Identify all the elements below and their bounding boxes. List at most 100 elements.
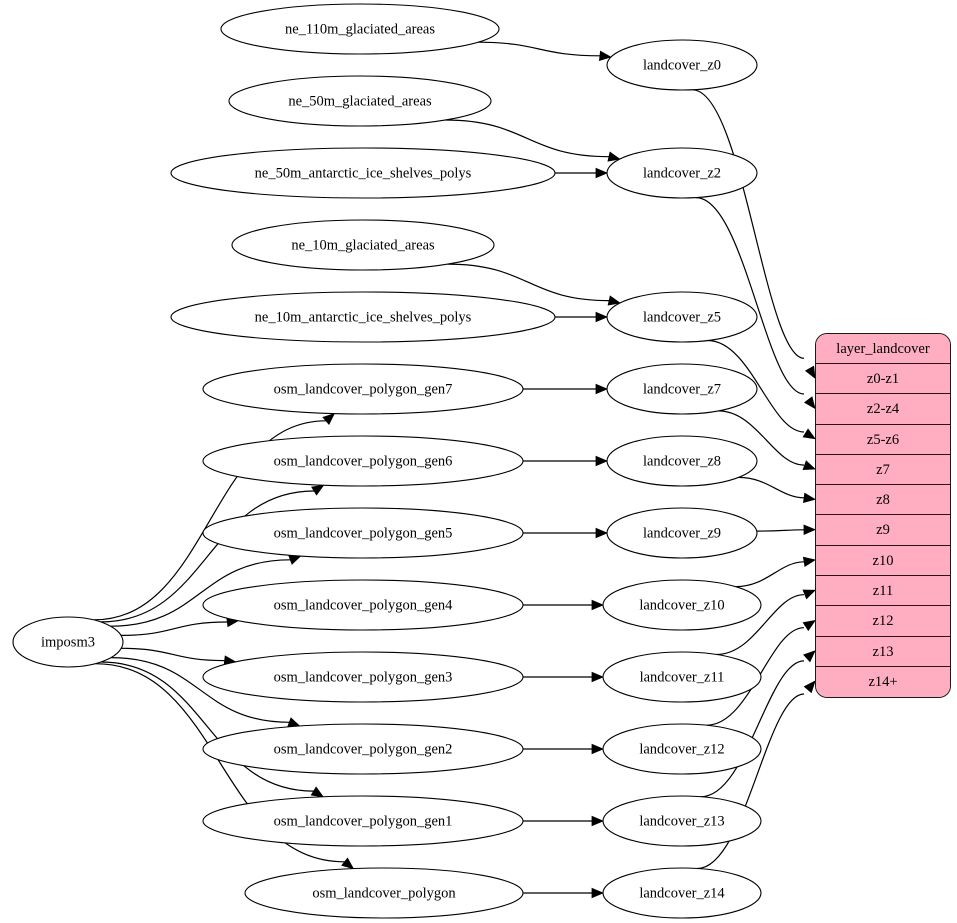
node-input-10[interactable]: osm_landcover_polygon_gen2 [202,723,524,775]
node-input-8-label: osm_landcover_polygon_gen4 [274,597,454,613]
node-layer-0-label: landcover_z0 [643,57,721,73]
arrowhead-21 [341,857,355,870]
node-layer-1[interactable]: landcover_z2 [606,147,758,199]
node-input-12[interactable]: osm_landcover_polygon [244,867,524,919]
arrowhead-table-27 [803,524,817,535]
node-layer-9[interactable]: landcover_z13 [602,795,762,847]
node-layer-10-label: landcover_z14 [639,885,725,901]
node-input-7-shape [202,507,524,559]
node-input-8-shape [202,579,524,631]
arrowhead-table-26 [803,492,817,503]
edges-layer [93,41,817,899]
arrowhead-6 [595,383,609,395]
edge-0 [478,41,601,57]
arrowhead-table-23 [803,396,816,410]
node-input-9-label: osm_landcover_polygon_gen3 [274,669,453,685]
arrowhead-1 [598,50,612,61]
table-row[interactable]: z8 [816,485,950,516]
arrowhead-7 [595,455,609,467]
table-row[interactable]: z2-z4 [816,394,950,425]
node-layer-7[interactable]: landcover_z11 [602,651,762,703]
arrowhead-9 [591,599,605,611]
arrowhead-12 [591,815,605,827]
arrowhead-table-31 [803,650,816,663]
node-input-2-label: ne_50m_antarctic_ice_shelves_polys [255,165,472,181]
node-input-9[interactable]: osm_landcover_polygon_gen3 [202,651,524,703]
node-layer-8[interactable]: landcover_z12 [602,723,762,775]
arrowhead-table-30 [802,619,816,632]
edge-14 [100,490,315,623]
node-layer-0[interactable]: landcover_z0 [606,39,758,91]
node-layer-6[interactable]: landcover_z10 [602,579,762,631]
arrowhead-15 [311,484,325,496]
edge-17 [121,647,225,662]
node-input-3[interactable]: ne_10m_glaciated_areas [231,219,495,271]
edge-table-21 [692,89,805,359]
node-imposm3[interactable]: imposm3 [12,616,124,668]
node-imposm3-label: imposm3 [41,634,95,650]
arrowhead-table-24 [802,428,816,440]
table-row[interactable]: z14+ [816,666,950,698]
table-row[interactable]: z11 [816,576,950,607]
node-layer-4-label: landcover_z8 [643,453,721,469]
node-input-5-shape [202,363,524,415]
table-row[interactable]: z0-z1 [816,364,950,395]
edge-table-28 [716,594,805,656]
edge-3 [447,263,610,302]
edge-table-27 [735,561,805,588]
node-input-4-label: ne_10m_antarctic_ice_shelves_polys [255,309,472,325]
arrowhead-table-32 [803,680,816,694]
arrowhead-table-29 [802,589,816,600]
node-input-0[interactable]: ne_110m_glaciated_areas [220,3,500,55]
node-input-1-label: ne_50m_glaciated_areas [288,93,432,109]
node-layer-5[interactable]: landcover_z9 [606,507,758,559]
table-row[interactable]: z12 [816,606,950,637]
node-input-6[interactable]: osm_landcover_polygon_gen6 [202,435,524,487]
edge-table-26 [756,529,805,532]
node-input-0-shape [220,3,500,55]
table-row[interactable]: z10 [816,545,950,577]
table-row[interactable]: z5-z6 [816,424,950,455]
node-layer-6-shape [602,579,762,631]
node-input-7-label: osm_landcover_polygon_gen5 [274,525,453,541]
node-input-7[interactable]: osm_landcover_polygon_gen5 [202,507,524,559]
table-row[interactable]: z13 [816,636,950,667]
node-input-5[interactable]: osm_landcover_polygon_gen7 [202,363,524,415]
node-layer-10[interactable]: landcover_z14 [602,867,762,919]
arrowhead-8 [595,527,609,539]
edge-13 [93,420,327,621]
node-input-4[interactable]: ne_10m_antarctic_ice_shelves_polys [170,291,556,343]
edge-table-30 [700,660,805,798]
node-layer-2[interactable]: landcover_z5 [606,291,758,343]
node-input-1-shape [228,75,492,127]
arrowhead-5 [595,311,609,323]
node-layer-3-label: landcover_z7 [643,381,721,397]
node-input-11-shape [202,795,524,847]
node-layer-6-label: landcover_z10 [639,597,724,613]
node-input-6-shape [202,435,524,487]
arrowhead-4 [607,295,621,306]
node-layer-8-shape [602,723,762,775]
edge-19 [100,661,314,792]
node-layer-10-shape [602,867,762,919]
node-layer-3-shape [606,363,758,415]
edge-20 [95,663,345,863]
table-row[interactable]: z9 [816,515,950,546]
node-input-8[interactable]: osm_landcover_polygon_gen4 [202,579,524,631]
arrowhead-table-25 [802,460,816,471]
edge-table-22 [695,197,805,395]
node-input-2[interactable]: ne_50m_antarctic_ice_shelves_polys [170,147,556,199]
node-input-12-label: osm_landcover_polygon [312,885,456,901]
node-layer-2-label: landcover_z5 [643,309,721,325]
node-input-4-shape [170,291,556,343]
node-layer-9-shape [602,795,762,847]
node-input-1[interactable]: ne_50m_glaciated_areas [228,75,492,127]
node-input-11[interactable]: osm_landcover_polygon_gen1 [202,795,524,847]
node-layer-4[interactable]: landcover_z8 [606,435,758,487]
node-layer-8-label: landcover_z12 [639,741,724,757]
table-row[interactable]: z7 [816,454,950,486]
node-layer-3[interactable]: landcover_z7 [606,363,758,415]
node-layer-5-shape [606,507,758,559]
